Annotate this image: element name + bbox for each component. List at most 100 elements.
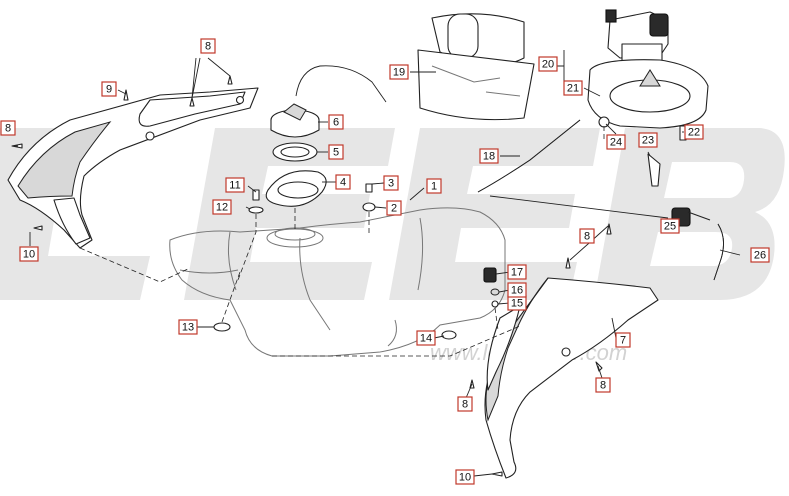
- callout-box: [563, 80, 583, 96]
- callout-box: [386, 200, 402, 216]
- callout-box: [750, 247, 770, 263]
- callout-c26: 26: [750, 247, 770, 263]
- callout-box: [538, 56, 558, 72]
- callout-c2: 2: [386, 200, 402, 216]
- callout-box: [457, 396, 473, 412]
- callout-box: [660, 218, 680, 234]
- fuel-tank: [169, 207, 506, 357]
- leader-lines: [12, 50, 741, 477]
- callout-number: 3: [388, 178, 394, 190]
- callout-c8c: 8: [579, 228, 595, 244]
- callout-number: 10: [459, 472, 471, 484]
- mounting-hardware: [11, 75, 612, 477]
- callout-number: 24: [610, 137, 622, 149]
- callout-c3: 3: [383, 175, 399, 191]
- callout-c17: 17: [507, 264, 527, 280]
- callout-c8d: 8: [595, 377, 611, 393]
- brand-watermark: www.leebmotor.com: [0, 128, 785, 365]
- callout-box: [383, 175, 399, 191]
- callout-box: [606, 134, 626, 150]
- callout-box: [328, 144, 344, 160]
- callout-number: 25: [664, 221, 676, 233]
- callout-c16: 16: [507, 282, 527, 298]
- callout-number: 2: [391, 203, 397, 215]
- callout-number: 7: [620, 335, 626, 347]
- callout-c9: 9: [101, 81, 117, 97]
- callout-c8b: 8: [0, 120, 16, 136]
- callout-c21: 21: [563, 80, 583, 96]
- callout-number: 16: [511, 285, 523, 297]
- callout-box: [507, 282, 527, 298]
- callout-box: [101, 81, 117, 97]
- callout-box: [416, 330, 436, 346]
- callout-box: [200, 38, 216, 54]
- callout-number: 10: [23, 249, 35, 261]
- fuel-cap-assembly: [265, 65, 387, 207]
- callout-number: 4: [340, 177, 346, 189]
- callout-number: 11: [229, 180, 240, 192]
- callout-box: [507, 264, 527, 280]
- callout-number: 15: [511, 298, 523, 310]
- callout-c11: 11: [225, 177, 245, 193]
- callout-c1: 1: [426, 178, 442, 194]
- callout-box: [178, 319, 198, 335]
- callout-number: 8: [462, 399, 468, 411]
- callout-box: [638, 132, 658, 148]
- callout-c15: 15: [507, 295, 527, 311]
- callout-box: [335, 174, 351, 190]
- callout-box: [225, 177, 245, 193]
- callout-number: 1: [431, 181, 437, 193]
- callout-box: [212, 199, 232, 215]
- callout-number: 23: [642, 135, 654, 147]
- callout-box: [426, 178, 442, 194]
- callout-c19: 19: [389, 64, 409, 80]
- callout-box: [615, 332, 631, 348]
- callout-number: 12: [216, 202, 228, 214]
- callout-c25: 25: [660, 218, 680, 234]
- callout-c8a: 8: [200, 38, 216, 54]
- callout-number: 26: [754, 250, 766, 262]
- callout-c7: 7: [615, 332, 631, 348]
- screw-group: [11, 75, 612, 477]
- callout-c23: 23: [638, 132, 658, 148]
- callout-number: 13: [182, 322, 194, 334]
- callout-box: [595, 377, 611, 393]
- callout-c22: 22: [684, 124, 704, 140]
- callout-c6: 6: [328, 114, 344, 130]
- callout-number: 6: [333, 117, 339, 129]
- callout-box: [455, 469, 475, 485]
- callout-c18: 18: [479, 148, 499, 164]
- callout-layer: 1234567888889101011121314151617181920212…: [0, 38, 770, 485]
- callout-c14: 14: [416, 330, 436, 346]
- callout-c4: 4: [335, 174, 351, 190]
- callout-box: [479, 148, 499, 164]
- callout-c10a: 10: [19, 246, 39, 262]
- callout-c10b: 10: [455, 469, 475, 485]
- callout-c12: 12: [212, 199, 232, 215]
- callout-c8e: 8: [457, 396, 473, 412]
- callout-box: [579, 228, 595, 244]
- callout-number: 17: [511, 267, 523, 279]
- callout-number: 8: [205, 41, 211, 53]
- left-radiator-shroud: [7, 87, 259, 249]
- fuel-pump-assembly: [587, 9, 709, 141]
- right-radiator-shroud: [484, 277, 659, 479]
- callout-box: [328, 114, 344, 130]
- callout-number: 8: [5, 123, 11, 135]
- callout-box: [389, 64, 409, 80]
- assembly-lines: [79, 126, 605, 357]
- callout-number: 20: [542, 59, 554, 71]
- callout-box: [0, 120, 16, 136]
- callout-number: 22: [688, 127, 700, 139]
- fuel-filter-sock: [417, 13, 535, 121]
- callout-number: 19: [393, 67, 405, 79]
- callout-number: 9: [106, 84, 112, 96]
- callout-number: 8: [600, 380, 606, 392]
- callout-c13: 13: [178, 319, 198, 335]
- callout-box: [19, 246, 39, 262]
- callout-c20: 20: [538, 56, 558, 72]
- callout-number: 18: [483, 151, 495, 163]
- callout-c24: 24: [606, 134, 626, 150]
